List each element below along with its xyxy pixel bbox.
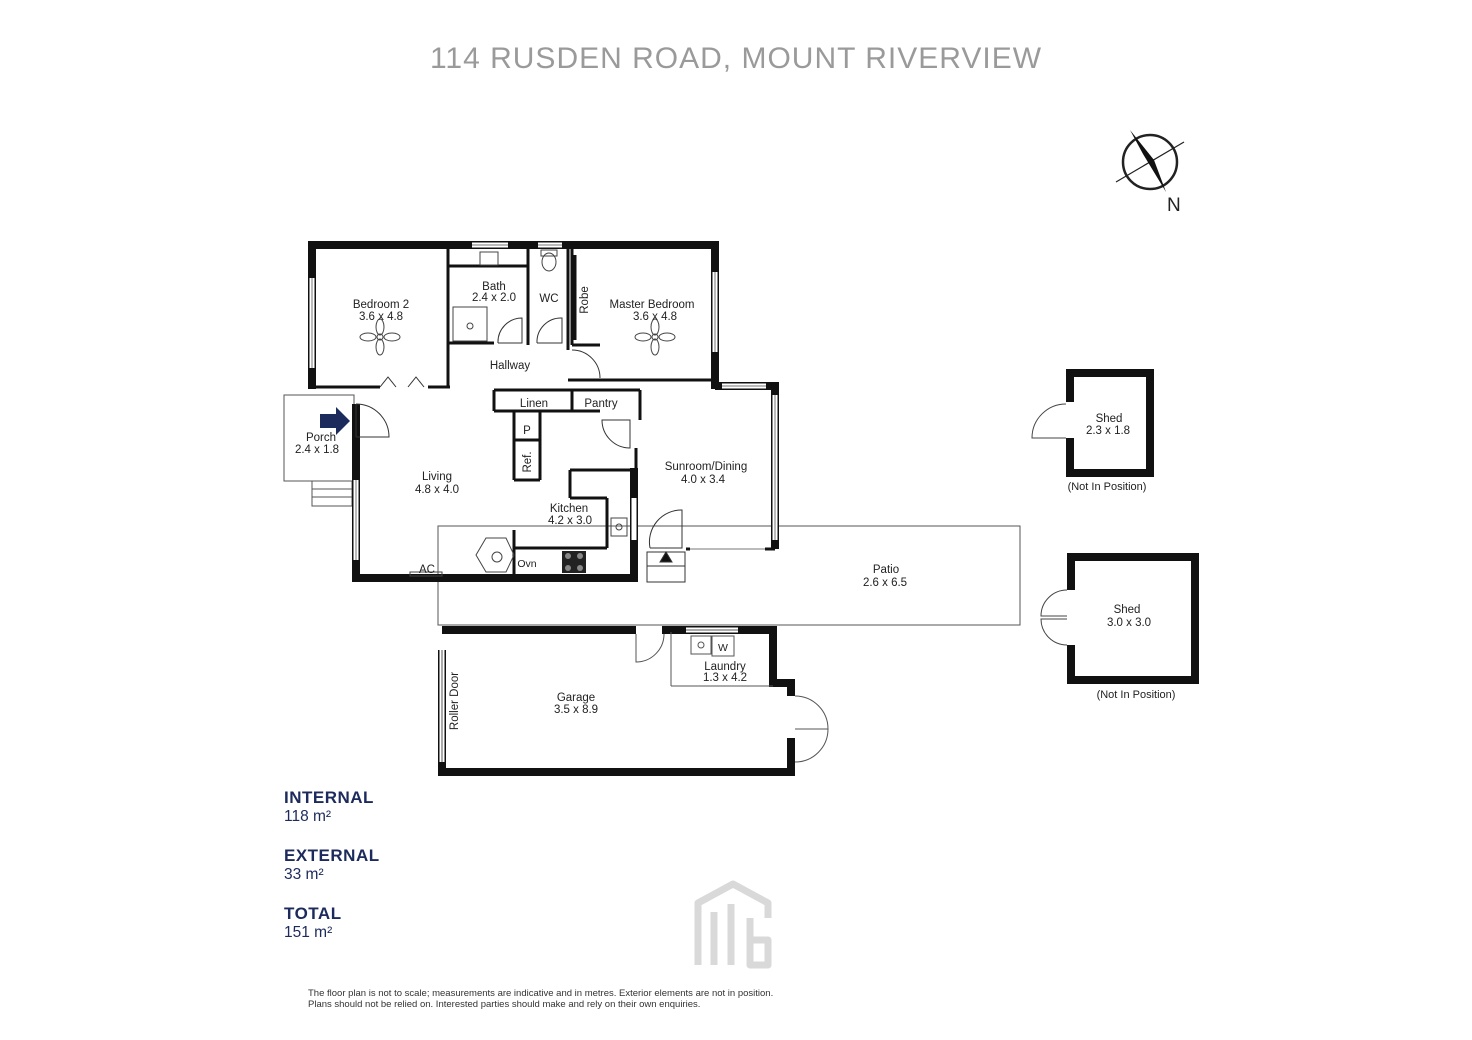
room-dims-laundry: 1.3 x 4.2 [703,672,747,684]
room-dims-patio: 2.6 x 6.5 [863,577,907,589]
room-label-w: W [718,642,728,654]
disclaimer-line-2: Plans should not be relied on. Intereste… [308,999,701,1010]
room-label-p: P [523,425,531,437]
window-panes [311,244,776,560]
room-label-kitchen: Kitchen [550,503,588,515]
porch-steps [311,480,353,507]
room-label-pantry: Pantry [584,398,617,410]
room-label-master: Master Bedroom [609,299,694,311]
total-area-value: 151 m² [284,924,333,941]
room-dims-bath: 2.4 x 2.0 [472,292,516,304]
ceiling-fan-icon [359,318,401,356]
room-label-sunroom: Sunroom/Dining [665,461,747,473]
internal-area-value: 118 m² [284,808,332,825]
room-label-linen: Linen [520,398,548,410]
total-area-label: TOTAL [284,904,342,923]
shed-large-note: (Not In Position) [1097,689,1176,701]
ceiling-fan-icon [634,318,676,356]
room-label-patio: Patio [873,564,899,576]
door-swings [355,317,683,549]
room-label-garage: Garage [557,692,595,704]
garage-details [441,629,829,763]
room-dims-shed-large: 3.0 x 3.0 [1107,617,1151,629]
internal-area-label: INTERNAL [284,788,374,807]
room-dims-master: 3.6 x 4.8 [633,311,677,323]
entry-arrow-icon [320,407,350,435]
watermark-logo-icon [694,880,772,969]
room-label-ovn: Ovn [517,558,536,570]
shed-large-doors [1040,589,1068,646]
compass-north-label: N [1167,195,1181,216]
room-label-roller-door: Roller Door [449,672,461,730]
room-label-ref: Ref. [522,451,534,472]
compass-icon: N [1115,130,1185,216]
room-label-laundry: Laundry [704,661,746,673]
external-area-value: 33 m² [284,866,324,883]
room-label-ac: AC [419,564,435,576]
room-label-robe: Robe [579,286,591,314]
rear-steps [646,551,686,583]
room-labels: Bedroom 2 3.6 x 4.8 Bath 2.4 x 2.0 WC Ro… [295,281,1176,730]
room-label-bath: Bath [482,281,506,293]
room-dims-garage: 3.5 x 8.9 [554,704,598,716]
kitchen-fixtures [409,517,628,577]
room-label-hallway: Hallway [490,360,531,372]
disclaimer: The floor plan is not to scale; measurem… [308,988,928,1010]
bathroom-fixtures [452,249,558,342]
room-dims-shed-small: 2.3 x 1.8 [1086,425,1130,437]
room-label-porch: Porch [306,432,336,444]
room-dims-bedroom2: 3.6 x 4.8 [359,311,403,323]
room-dims-sunroom: 4.0 x 3.4 [681,474,726,486]
disclaimer-line-1: The floor plan is not to scale; measurem… [308,988,774,999]
shed-small-note: (Not In Position) [1068,481,1147,493]
room-label-living: Living [422,471,452,483]
room-dims-living: 4.8 x 4.0 [415,484,459,496]
room-dims-kitchen: 4.2 x 3.0 [548,515,592,527]
room-label-shed-small: Shed [1096,413,1123,425]
garage-walls [438,626,795,776]
room-dims-porch: 2.4 x 1.8 [295,444,339,456]
room-label-wc: WC [539,293,558,305]
area-summary: INTERNAL 118 m² EXTERNAL 33 m² TOTAL 151… [284,788,380,962]
room-label-shed-large: Shed [1114,604,1141,616]
page-title: 114 RUSDEN ROAD, MOUNT RIVERVIEW [429,42,1043,75]
room-label-bedroom2: Bedroom 2 [353,299,409,311]
shed-small-door [1031,403,1067,439]
external-area-label: EXTERNAL [284,846,380,865]
